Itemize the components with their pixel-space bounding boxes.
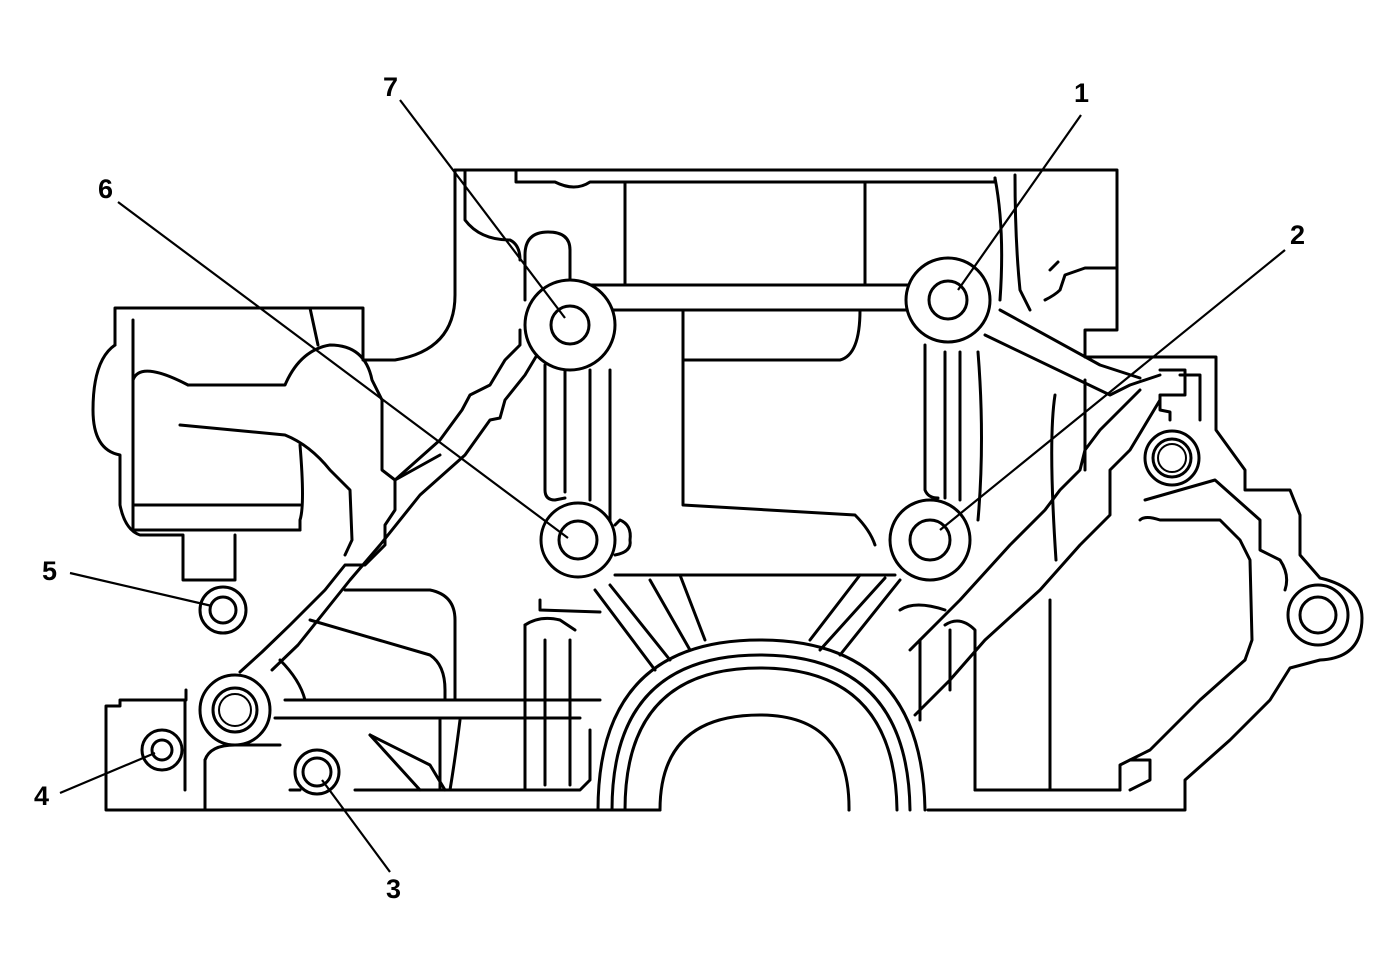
callout-label-5: 5 <box>42 556 57 586</box>
callout-label-3: 3 <box>386 874 401 904</box>
callout-label-2: 2 <box>1290 220 1305 250</box>
bolt-hole-7 <box>549 304 591 346</box>
bolt-hole-3 <box>301 756 333 788</box>
callout-labels: 1 2 3 4 5 6 7 <box>34 72 1305 904</box>
leader-line-5 <box>69 571 213 608</box>
bolt-bosses <box>140 256 1350 796</box>
leader-line-2 <box>939 249 1286 531</box>
leader-line-4 <box>59 751 156 795</box>
mount-hole-right <box>1298 595 1338 635</box>
callout-label-4: 4 <box>34 781 49 811</box>
bolt-hole-6 <box>557 519 599 561</box>
bolt-hole-4 <box>150 738 174 762</box>
casting-outline <box>91 168 1364 812</box>
leader-lines <box>59 99 1286 873</box>
callout-label-6: 6 <box>98 174 113 204</box>
leader-line-1 <box>957 114 1082 291</box>
callout-label-7: 7 <box>383 72 398 102</box>
structural-ribs <box>183 168 1289 812</box>
crankshaft-bore-arch <box>596 638 927 812</box>
leader-line-6 <box>117 201 569 539</box>
leader-line-7 <box>399 99 566 319</box>
callout-label-1: 1 <box>1074 78 1089 108</box>
leader-line-3 <box>321 779 391 873</box>
bolt-hole-5 <box>208 595 238 625</box>
bolt-hole-1 <box>927 279 969 321</box>
